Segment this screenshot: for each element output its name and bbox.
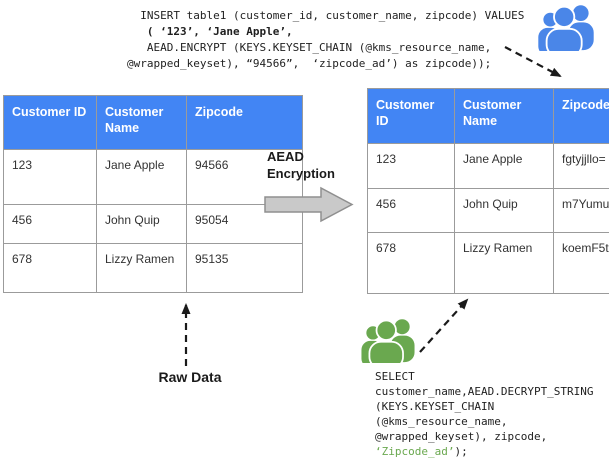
dashed-arrow-select-to-table	[419, 298, 469, 353]
code-segment: AEAD.ENCRYPT (KEYS.KEYSET_CHAIN (@kms_re…	[127, 41, 492, 54]
code-segment: (KEYS.KEYSET_CHAIN	[375, 400, 495, 413]
table-cell: 456	[3, 204, 97, 244]
code-segment: );	[454, 445, 468, 458]
select-sql-code: SELECT customer_name,AEAD.DECRYPT_STRING (…	[375, 369, 594, 459]
table-cell: John Quip	[454, 188, 554, 233]
code-segment: ( ‘123’, ‘Jane Apple’,	[127, 25, 293, 38]
insert-sql-code: INSERT table1 (customer_id, customer_nam…	[127, 8, 524, 72]
code-line: customer_name,AEAD.DECRYPT_STRING	[375, 384, 594, 399]
code-line: (KEYS.KEYSET_CHAIN	[375, 399, 594, 414]
table-cell: 123	[3, 149, 97, 205]
users-group-icon	[538, 3, 594, 51]
raw-data-label: Raw Data	[158, 369, 222, 385]
table-cell: fgtyjjllo=	[553, 143, 609, 189]
code-segment: INSERT table1 (customer_id, customer_nam…	[127, 9, 525, 22]
column-header: Customer Name	[96, 95, 187, 150]
code-line: INSERT table1 (customer_id, customer_nam…	[127, 8, 524, 24]
aead-label-line1: AEAD	[267, 149, 304, 164]
code-segment: (@kms_resource_name,	[375, 415, 508, 428]
code-line: AEAD.ENCRYPT (KEYS.KEYSET_CHAIN (@kms_re…	[127, 40, 524, 56]
table-cell: m7Yumuawqry	[553, 188, 609, 233]
code-line: (@kms_resource_name,	[375, 414, 594, 429]
code-line: @wrapped_keyset), “94566”, ‘zipcode_ad’)…	[127, 56, 524, 72]
table-cell: 94566	[186, 149, 303, 205]
code-segment: @wrapped_keyset), zipcode,	[375, 430, 548, 443]
column-header: Customer ID	[3, 95, 97, 150]
table-cell: 95135	[186, 243, 303, 293]
table-cell: 678	[3, 243, 97, 293]
aead-label-line2: Encryption	[267, 166, 335, 181]
column-header: Zipcode	[186, 95, 303, 150]
table-cell: 456	[367, 188, 455, 233]
code-line: ‘Zipcode_ad’);	[375, 444, 594, 459]
code-segment: ‘Zipcode_ad’	[375, 445, 455, 458]
table-cell: John Quip	[96, 204, 187, 244]
encryption-arrow-icon	[264, 186, 354, 223]
table-cell: 123	[367, 143, 455, 189]
column-header: Customer ID	[367, 88, 455, 144]
code-line: SELECT	[375, 369, 594, 384]
code-segment: customer_name,AEAD.DECRYPT_STRING	[375, 385, 594, 398]
code-line: @wrapped_keyset), zipcode,	[375, 429, 594, 444]
aead-encryption-label: AEAD Encryption	[267, 148, 335, 182]
column-header: Zipcode	[553, 88, 609, 144]
table-cell: Lizzy Ramen	[454, 232, 554, 294]
table-cell: Jane Apple	[96, 149, 187, 205]
column-header: Customer Name	[454, 88, 554, 144]
code-line: ( ‘123’, ‘Jane Apple’,	[127, 24, 524, 40]
table-cell: koemF5ter=	[553, 232, 609, 294]
users-group-icon	[360, 317, 416, 363]
table-cell: Lizzy Ramen	[96, 243, 187, 293]
table-cell: 678	[367, 232, 455, 294]
table-cell: Jane Apple	[454, 143, 554, 189]
code-segment: @wrapped_keyset), “94566”, ‘zipcode_ad’)…	[127, 57, 492, 70]
code-segment: SELECT	[375, 370, 415, 383]
